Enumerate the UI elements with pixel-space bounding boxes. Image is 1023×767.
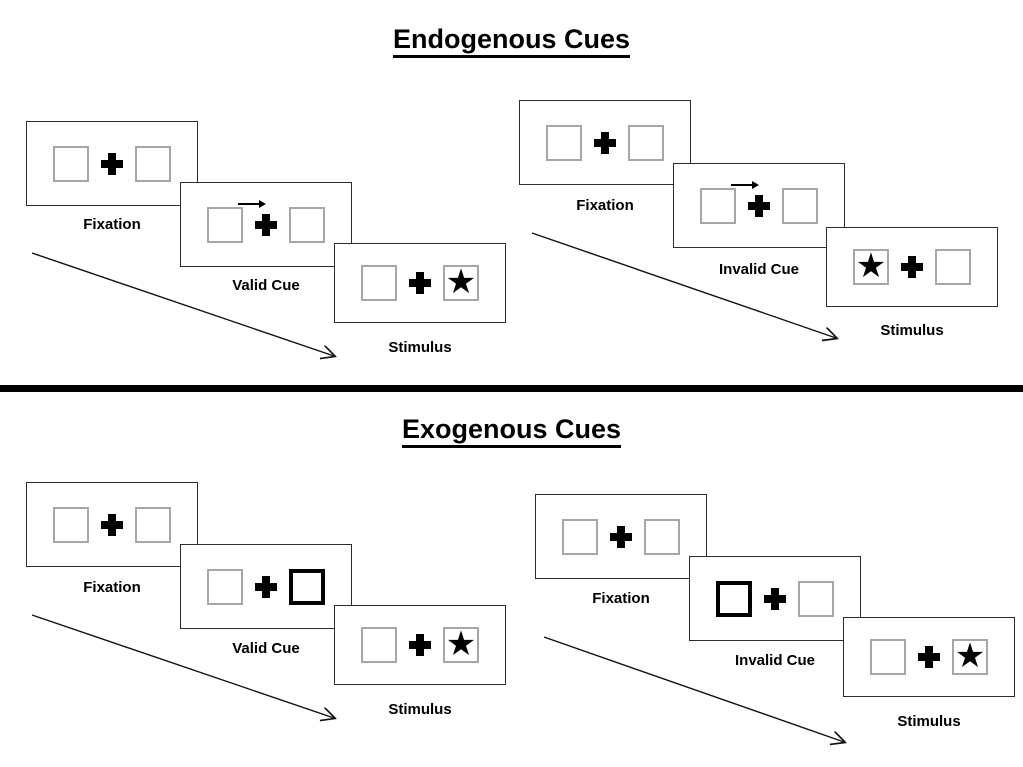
left-box	[546, 124, 582, 161]
right-box	[135, 145, 171, 182]
fixation-cross-wrap	[731, 180, 782, 217]
frame-label-exogenous-valid-fixation: Fixation	[83, 579, 141, 596]
section-title-endogenous-text: Endogenous Cues	[392, 24, 630, 58]
plus-sign-icon	[255, 575, 277, 598]
left-box-with-star: ★	[853, 249, 889, 285]
frame-label-exogenous-invalid-cue: Invalid Cue	[734, 652, 816, 669]
plus-sign-icon	[764, 587, 786, 610]
fixation-cross-wrap	[889, 256, 935, 278]
right-box-cued	[289, 568, 325, 605]
frame-endogenous-valid-stimulus: ★	[334, 243, 506, 323]
left-box	[53, 506, 89, 543]
frame-exogenous-invalid-stimulus: ★	[843, 617, 1015, 697]
fixation-cross-wrap	[238, 199, 289, 236]
star-icon: ★	[954, 637, 986, 675]
frame-content: ★	[335, 606, 505, 684]
fixation-cross-wrap	[906, 646, 952, 668]
frame-exogenous-valid-cue	[180, 544, 352, 629]
timeline-arrow-exogenous-invalid	[543, 636, 860, 752]
frame-endogenous-valid-fixation	[26, 121, 198, 206]
left-box	[562, 518, 598, 555]
fixation-cross-wrap	[397, 634, 443, 656]
section-divider	[0, 385, 1023, 392]
left-box	[53, 145, 89, 182]
right-box	[628, 124, 664, 161]
frame-content	[520, 101, 690, 184]
plus-sign-icon	[610, 525, 632, 548]
star-icon: ★	[445, 263, 477, 301]
frame-label-endogenous-valid-fixation: Fixation	[83, 216, 141, 233]
frame-exogenous-valid-fixation	[26, 482, 198, 567]
frame-label-exogenous-valid-cue: Valid Cue	[232, 640, 300, 657]
frame-exogenous-valid-stimulus: ★	[334, 605, 506, 685]
plus-sign-icon	[101, 152, 123, 175]
frame-content	[690, 557, 860, 640]
frame-content	[181, 183, 351, 266]
plus-sign-icon	[901, 256, 923, 278]
frame-content	[674, 164, 844, 247]
frame-content: ★	[335, 244, 505, 322]
frame-endogenous-invalid-cue	[673, 163, 845, 248]
frame-label-endogenous-invalid-cue: Invalid Cue	[718, 261, 800, 278]
arrow-right-icon	[238, 199, 266, 208]
plus-sign-icon	[748, 194, 770, 217]
frame-endogenous-invalid-fixation	[519, 100, 691, 185]
frame-endogenous-invalid-stimulus: ★	[826, 227, 998, 307]
frame-exogenous-invalid-fixation	[535, 494, 707, 579]
frame-label-exogenous-invalid-fixation: Fixation	[592, 590, 650, 607]
plus-sign-icon	[409, 272, 431, 294]
left-box-cued	[716, 580, 752, 617]
arrow-right-icon	[731, 180, 759, 189]
right-box	[135, 506, 171, 543]
fixation-cross-wrap	[582, 131, 628, 154]
right-box	[644, 518, 680, 555]
fixation-cross-wrap	[397, 272, 443, 294]
fixation-cross-wrap	[89, 513, 135, 536]
section-exogenous: Exogenous Cues Fixation	[0, 392, 1023, 767]
fixation-cross-wrap	[243, 575, 289, 598]
frame-content: ★	[844, 618, 1014, 696]
left-box	[870, 639, 906, 675]
plus-sign-icon	[409, 634, 431, 656]
frame-content	[181, 545, 351, 628]
right-box-with-star: ★	[443, 627, 479, 663]
left-box	[700, 187, 736, 224]
frame-content	[536, 495, 706, 578]
frame-label-exogenous-valid-stimulus: Stimulus	[388, 701, 452, 718]
frame-label-endogenous-invalid-stimulus: Stimulus	[880, 322, 944, 339]
plus-sign-icon	[918, 646, 940, 668]
section-title-endogenous: Endogenous Cues	[0, 24, 1023, 58]
frame-content	[27, 122, 197, 205]
star-icon: ★	[855, 247, 887, 285]
frame-label-endogenous-valid-cue: Valid Cue	[232, 277, 300, 294]
right-box	[289, 206, 325, 243]
left-box	[207, 568, 243, 605]
frame-content	[27, 483, 197, 566]
frame-label-exogenous-invalid-stimulus: Stimulus	[897, 713, 961, 730]
fixation-cross-wrap	[598, 525, 644, 548]
left-box	[361, 627, 397, 663]
star-icon: ★	[445, 625, 477, 663]
plus-sign-icon	[255, 213, 277, 236]
left-box	[207, 206, 243, 243]
right-box	[798, 580, 834, 617]
frame-label-endogenous-valid-stimulus: Stimulus	[388, 339, 452, 356]
plus-sign-icon	[101, 513, 123, 536]
section-title-exogenous: Exogenous Cues	[0, 414, 1023, 448]
section-endogenous: Endogenous Cues Fixation	[0, 24, 1023, 388]
fixation-cross-wrap	[752, 587, 798, 610]
plus-sign-icon	[594, 131, 616, 154]
section-title-exogenous-text: Exogenous Cues	[401, 414, 622, 448]
frame-exogenous-invalid-cue	[689, 556, 861, 641]
right-box-with-star: ★	[952, 639, 988, 675]
left-box	[361, 265, 397, 301]
frame-endogenous-valid-cue	[180, 182, 352, 267]
right-box-with-star: ★	[443, 265, 479, 301]
right-box	[782, 187, 818, 224]
frame-content: ★	[827, 228, 997, 306]
fixation-cross-wrap	[89, 152, 135, 175]
right-box	[935, 249, 971, 285]
frame-label-endogenous-invalid-fixation: Fixation	[576, 197, 634, 214]
